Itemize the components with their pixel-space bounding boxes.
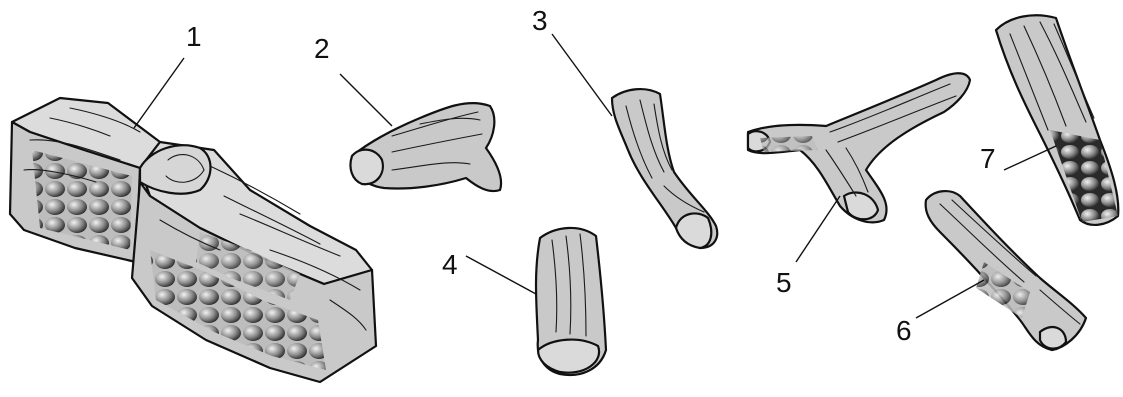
leader-line-1 (134, 58, 184, 128)
log-6 (926, 191, 1086, 350)
log-1-large-set (10, 98, 376, 382)
leader-line-4 (466, 256, 536, 294)
leader-line-2 (340, 74, 392, 126)
leader-line-7 (1004, 146, 1056, 170)
callout-label-6: 6 (896, 315, 912, 346)
log-3 (612, 89, 717, 248)
log-7 (996, 15, 1118, 225)
callout-label-4: 4 (442, 249, 458, 280)
callout-label-2: 2 (314, 33, 330, 64)
log-2 (350, 103, 501, 191)
callout-label-1: 1 (186, 21, 202, 52)
callout-label-3: 3 (532, 5, 548, 36)
leader-line-3 (552, 34, 612, 116)
callout-label-5: 5 (776, 267, 792, 298)
leader-line-5 (796, 196, 840, 262)
leader-line-6 (916, 280, 984, 318)
callout-label-7: 7 (980, 143, 996, 174)
log-4 (536, 228, 606, 375)
